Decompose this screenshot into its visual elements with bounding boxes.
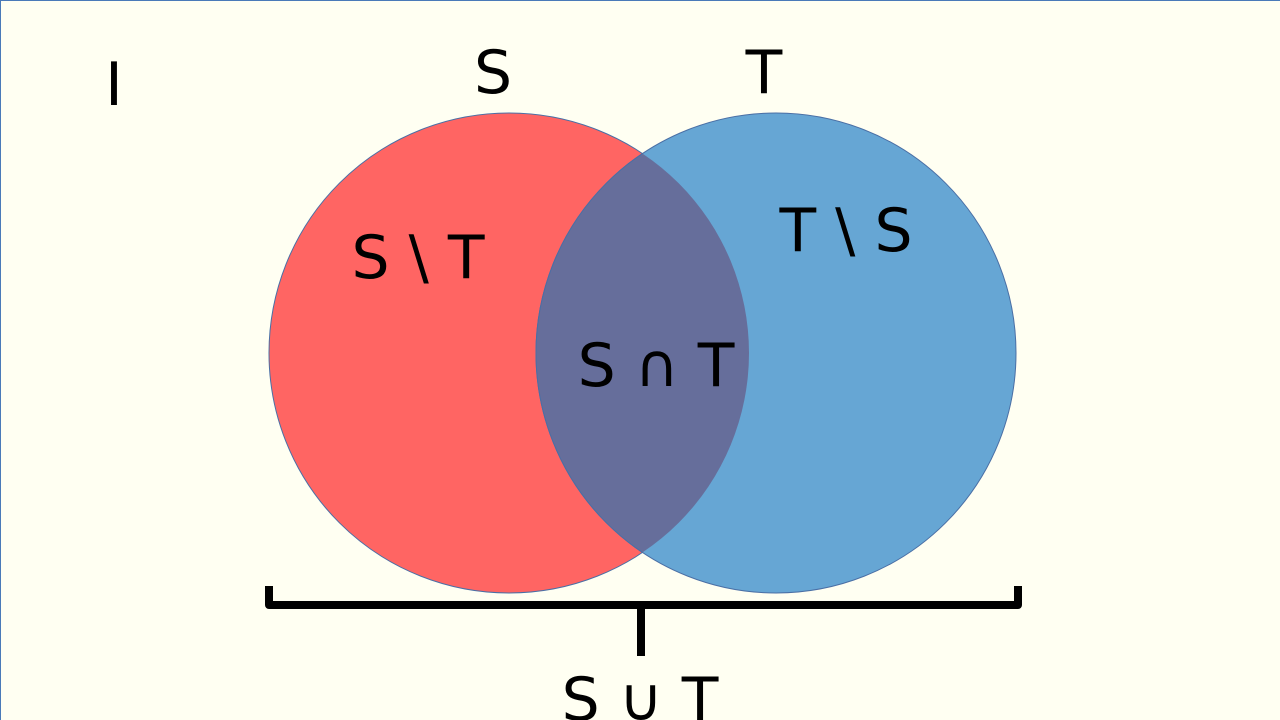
set-s-label: S <box>474 38 512 108</box>
t-minus-s-label: T \ S <box>778 196 912 266</box>
universe-label: I <box>105 50 123 120</box>
union-brace <box>265 586 1022 656</box>
intersection-region <box>535 113 749 593</box>
intersection-label: S ∩ T <box>578 331 735 401</box>
s-minus-t-label: S \ T <box>351 223 484 293</box>
set-t-label: T <box>745 38 783 108</box>
union-label: S ∪ T <box>562 665 719 720</box>
